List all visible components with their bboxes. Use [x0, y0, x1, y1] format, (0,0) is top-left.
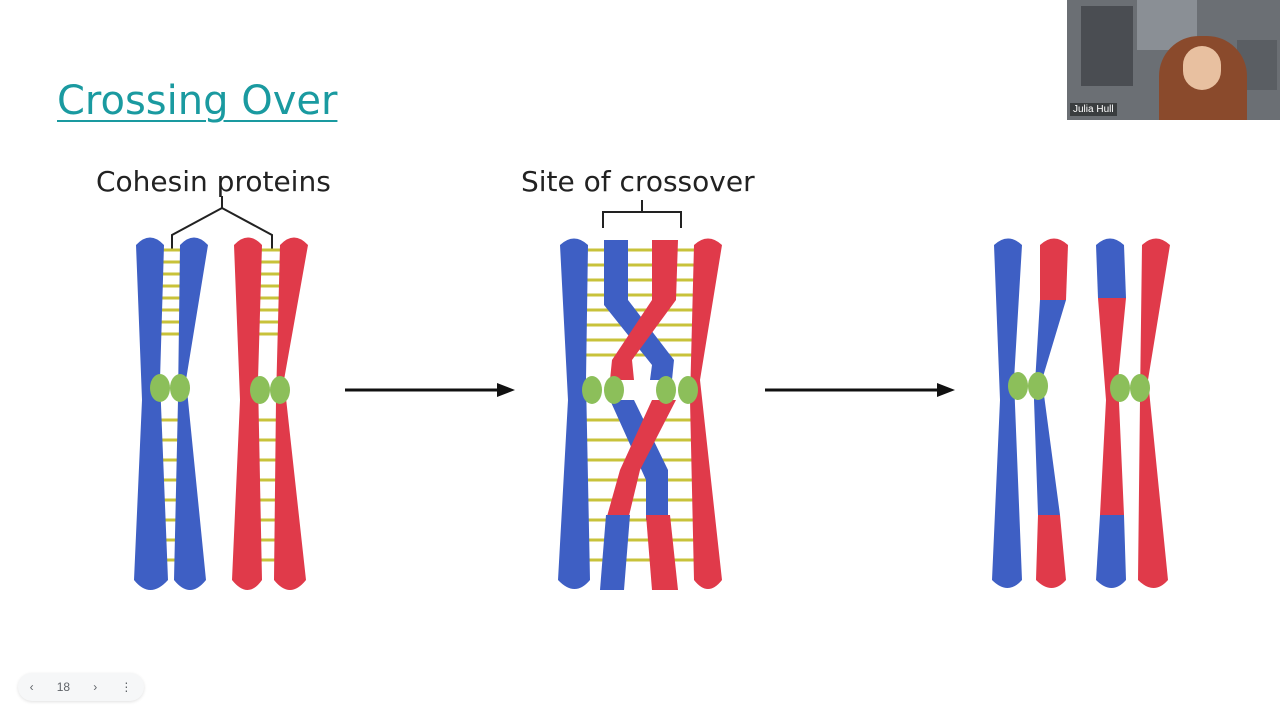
red-inner-lower	[606, 400, 676, 520]
centromere	[1008, 372, 1028, 400]
blue-segment	[1034, 300, 1066, 515]
participant-name: Julia Hull	[1070, 103, 1117, 116]
blue-segment	[1096, 515, 1126, 588]
centromere	[1028, 372, 1048, 400]
homolog-pair-crossover	[558, 238, 722, 590]
page-number: 18	[56, 680, 71, 694]
centromere	[582, 376, 602, 404]
participant-face	[1183, 46, 1221, 90]
red-chromatid	[1138, 238, 1170, 588]
slide-navigation: ‹ 18 › ⋮	[18, 673, 144, 701]
red-segment	[1098, 298, 1126, 515]
blue-inner-tip	[600, 515, 630, 590]
red-chromatid-2	[274, 237, 308, 590]
blue-chromatid	[992, 238, 1022, 588]
recombinant-chromosomes	[992, 238, 1170, 588]
centromere	[604, 376, 624, 404]
bookshelf	[1081, 6, 1133, 86]
chevron-left-icon[interactable]: ‹	[29, 680, 34, 694]
centromere	[170, 374, 190, 402]
site-of-crossover-label: Site of crossover	[521, 165, 755, 198]
blue-segment	[1096, 238, 1126, 298]
red-segment	[1036, 515, 1066, 588]
blue-chromatid-outer	[558, 238, 590, 589]
chevron-right-icon[interactable]: ›	[93, 680, 98, 694]
centromere	[1110, 374, 1130, 402]
red-inner-tip	[646, 515, 678, 590]
centromere	[656, 376, 676, 404]
centromere	[250, 376, 270, 404]
cohesin-proteins-label: Cohesin proteins	[96, 165, 331, 198]
blue-chromatid-2	[174, 237, 208, 590]
arrow-right-1	[345, 383, 515, 397]
red-chromatid-1	[232, 237, 262, 590]
centromere	[1130, 374, 1150, 402]
slide-title[interactable]: Crossing Over	[57, 78, 338, 124]
homolog-pair-before	[134, 237, 308, 590]
blue-chromatid-1	[134, 237, 168, 590]
cohesin-bracket	[171, 196, 273, 250]
red-segment	[1040, 238, 1068, 300]
centromere	[150, 374, 170, 402]
arrow-right-2	[765, 383, 955, 397]
centromere	[270, 376, 290, 404]
red-inner-upper	[610, 240, 678, 380]
crossover-bracket	[602, 200, 682, 228]
blue-inner-upper	[604, 240, 674, 380]
more-vertical-icon[interactable]: ⋮	[120, 680, 133, 694]
participant-video[interactable]: Julia Hull	[1067, 0, 1280, 120]
centromere	[678, 376, 698, 404]
red-chromatid-outer	[690, 238, 722, 589]
cohesin-proteins	[585, 248, 700, 562]
